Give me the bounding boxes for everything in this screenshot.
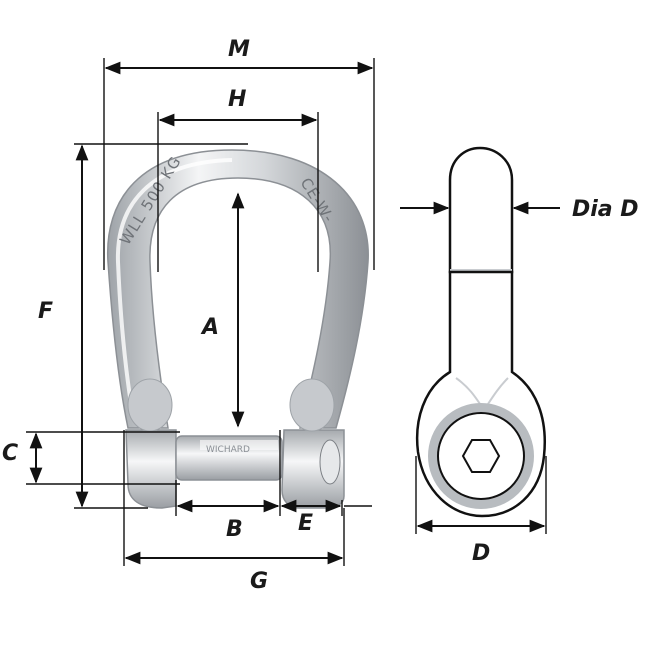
label-c: C	[2, 441, 18, 466]
label-m: M	[228, 37, 250, 62]
label-g: G	[250, 569, 268, 594]
label-dia-d: Dia D	[572, 197, 639, 222]
label-d: D	[472, 541, 490, 566]
side-view: Dia D D	[400, 146, 639, 566]
label-f: F	[38, 299, 53, 324]
side-bow	[448, 146, 514, 274]
label-a: A	[200, 315, 219, 340]
pin-engraving: WICHARD	[206, 445, 250, 455]
label-b: B	[226, 517, 243, 542]
label-e: E	[298, 511, 313, 536]
left-lug	[127, 378, 173, 432]
left-eye	[125, 429, 177, 509]
bow-highlight	[115, 158, 233, 411]
label-h: H	[228, 87, 246, 112]
hex-socket-icon	[461, 439, 501, 473]
dimensions-front: M H F A C B E G	[2, 37, 375, 594]
right-lug	[289, 378, 335, 432]
pin-socket	[319, 439, 341, 485]
pin-highlight	[200, 440, 278, 450]
